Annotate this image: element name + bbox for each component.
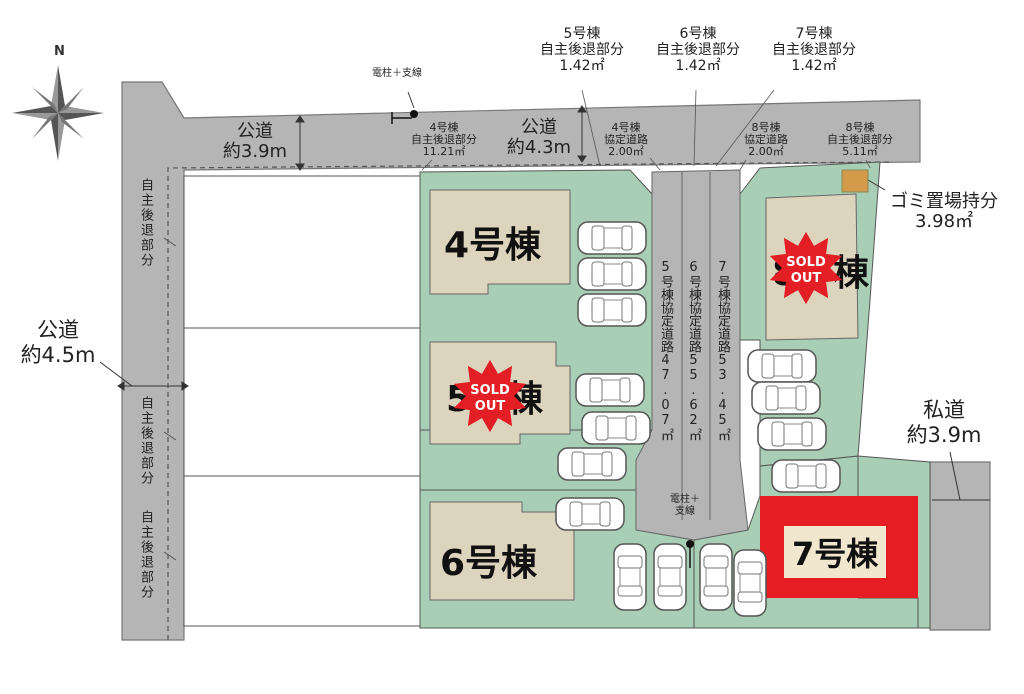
building-8-label: 8号棟 (772, 253, 870, 294)
north-label: N (54, 44, 65, 59)
lot4-agreement-road-label: 4号棟 協定道路 2.00㎡ (604, 121, 648, 158)
garbage-area (841, 169, 869, 193)
building-4-label: 4号棟 (444, 225, 542, 266)
compass-icon (12, 65, 104, 161)
west-road-label: 公道 約4.5m (20, 318, 96, 367)
utility-pole-bottom-label: 電柱＋ 支線 (670, 494, 700, 517)
west-setback-label-3: 自主後退部分 (138, 510, 153, 600)
building-5-label: 5号棟 (446, 379, 544, 420)
setback-lot7-label: 7号棟 自主後退部分 1.42㎡ (772, 26, 856, 74)
setback-lot5-label: 5号棟 自主後退部分 1.42㎡ (540, 26, 624, 74)
public-road (121, 81, 921, 641)
private-road (929, 461, 991, 631)
setback-lot6-label: 6号棟 自主後退部分 1.42㎡ (656, 26, 740, 74)
setback-lot4-label: 4号棟 自主後退部分 11.21㎡ (411, 121, 477, 158)
width-arrows (99, 105, 990, 501)
lot8-agreement-road-label: 8号棟 協定道路 2.00㎡ (744, 121, 788, 158)
lot6-agreement-road-label: 6号棟協定道路55.62㎡ (686, 260, 701, 441)
utility-pole-top (391, 91, 418, 124)
north-center-road-label: 公道 約4.3m (506, 117, 572, 158)
west-lots (183, 175, 421, 627)
agreement-road (635, 169, 749, 541)
west-setback-label-1: 自主後退部分 (138, 178, 153, 268)
utility-pole-top-label: 電柱＋支線 (372, 68, 422, 79)
building-6-label: 6号棟 (440, 543, 538, 584)
setback-line (167, 161, 891, 640)
building-7-label: 7号棟 (784, 526, 887, 578)
building-4 (429, 189, 571, 295)
leader-lines (421, 89, 871, 171)
road-network (121, 81, 991, 641)
garbage-share-label: ゴミ置場持分 3.98㎡ (890, 191, 998, 232)
west-setback-label-2: 自主後退部分 (138, 396, 153, 486)
north-west-road-label: 公道 約3.9m (222, 121, 288, 162)
setback-lot8-label: 8号棟 自主後退部分 5.11㎡ (827, 121, 893, 158)
lot5-agreement-road-label: 5号棟協定道路47.07㎡ (658, 260, 673, 441)
utility-pole-bottom (686, 540, 694, 568)
lot7-agreement-road-label: 7号棟協定道路53.45㎡ (715, 260, 730, 441)
private-road-label: 私道 約3.9m (906, 398, 982, 447)
